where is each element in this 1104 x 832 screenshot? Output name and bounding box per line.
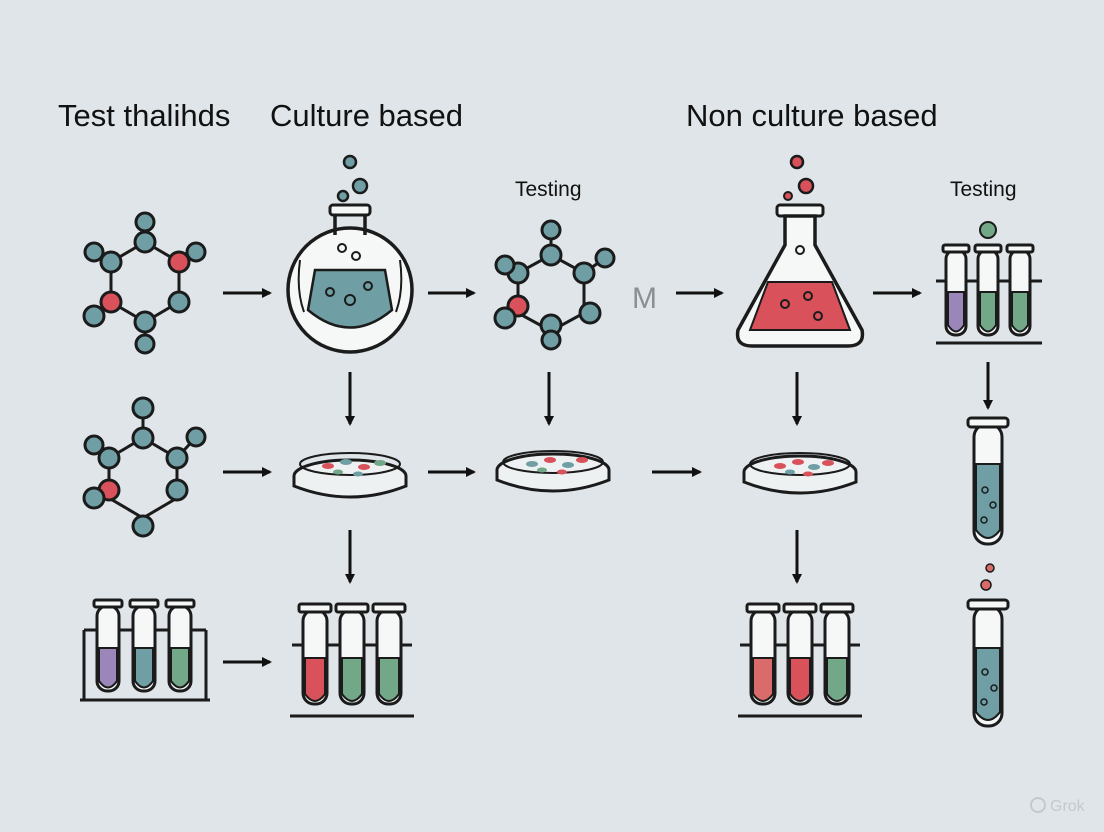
test-tube-rack-icon — [80, 598, 210, 702]
test-tube-rack-icon — [290, 602, 414, 718]
watermark-text: Grok — [1050, 798, 1086, 815]
round-flask-icon — [286, 154, 414, 354]
petri-dish-icon — [742, 452, 858, 495]
erlenmeyer-flask-icon — [735, 154, 865, 348]
petri-dish-icon — [292, 452, 408, 499]
molecule-icon — [82, 396, 207, 538]
label-m-mark: M — [632, 282, 657, 315]
grok-watermark: Grok — [1030, 797, 1086, 815]
molecule-icon — [493, 219, 616, 351]
header-non-culture-based: Non culture based — [686, 98, 938, 133]
header-test-thalihds: Test thalihds — [58, 98, 230, 133]
flow-arrows — [223, 288, 993, 667]
petri-dish-icon — [495, 450, 611, 493]
test-tube-icon — [966, 416, 1010, 546]
header-culture-based: Culture based — [270, 98, 463, 133]
molecule-icon — [82, 211, 207, 355]
test-tube-icon — [966, 563, 1010, 728]
grok-logo-icon — [1030, 797, 1046, 813]
test-tube-rack-icon — [936, 221, 1042, 345]
label-testing-non-culture: Testing — [950, 178, 1017, 201]
test-tube-rack-icon — [738, 602, 862, 718]
label-testing-culture: Testing — [515, 178, 582, 201]
